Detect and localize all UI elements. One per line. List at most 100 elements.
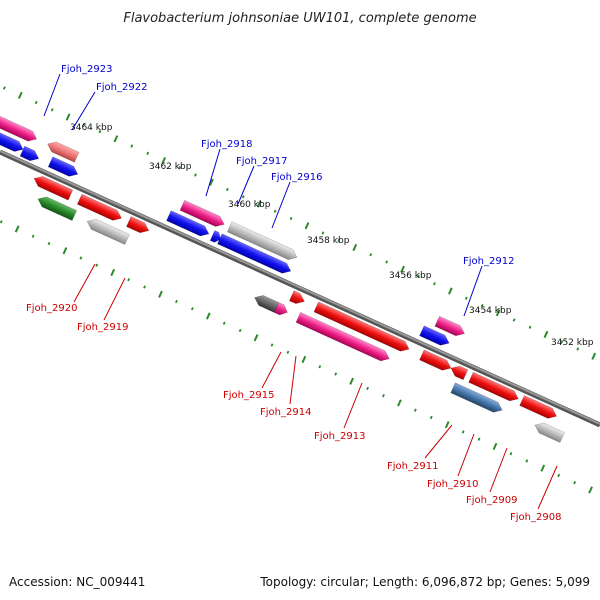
scale-tick [528, 325, 532, 329]
leader-line [289, 355, 297, 405]
leader-line [73, 263, 96, 303]
tick-label: 3454 kbp [469, 306, 512, 316]
gene-label-fjoh-2919[interactable]: Fjoh_2919 [77, 322, 128, 333]
map-title: Flavobacterium johnsoniae UW101, complet… [123, 11, 476, 26]
gene-arrow[interactable] [47, 156, 80, 179]
genome-backbone-highlight [0, 150, 600, 425]
leader-line [271, 181, 291, 229]
gene-label-fjoh-2917[interactable]: Fjoh_2917 [236, 156, 287, 167]
scale-tick [349, 377, 355, 385]
gene-arrow[interactable] [36, 194, 78, 221]
gene-label-fjoh-2911[interactable]: Fjoh_2911 [387, 461, 438, 472]
scale-tick [560, 340, 564, 344]
scale-tick [540, 464, 546, 472]
scale-tick [17, 91, 23, 99]
scale-tick [65, 113, 71, 121]
genome-stats-text: Topology: circular; Length: 6,096,872 bp… [259, 575, 590, 589]
scale-tick [225, 187, 229, 192]
gene-label-fjoh-2908[interactable]: Fjoh_2908 [510, 512, 561, 523]
scale-tick [464, 296, 468, 300]
leader-line [205, 148, 221, 197]
gene-arrow[interactable] [32, 173, 74, 201]
gene-label-fjoh-2913[interactable]: Fjoh_2913 [314, 431, 365, 442]
scale-tick [525, 459, 529, 463]
gene-arrow[interactable] [419, 325, 452, 348]
gene-arrow[interactable] [85, 216, 130, 245]
gene-arrow[interactable] [273, 302, 289, 317]
gene-label-fjoh-2916[interactable]: Fjoh_2916 [271, 172, 322, 183]
gene-label-fjoh-2923[interactable]: Fjoh_2923 [61, 64, 112, 75]
gene-arrow[interactable] [126, 216, 151, 236]
scale-tick [382, 394, 385, 398]
scale-tick [143, 285, 146, 289]
gene-arrow[interactable] [209, 230, 223, 244]
scale-tick [222, 321, 226, 325]
gene-arrow[interactable] [166, 210, 212, 239]
tick-label: 3464 kbp [70, 123, 113, 133]
leader-line [424, 424, 453, 459]
gene-label-fjoh-2915[interactable]: Fjoh_2915 [223, 390, 274, 401]
scale-tick [82, 122, 86, 126]
scale-tick [270, 343, 274, 347]
gene-arrow[interactable] [313, 301, 411, 354]
gene-arrow[interactable] [45, 139, 80, 163]
gene-arrow[interactable] [252, 293, 280, 313]
gene-arrow[interactable] [468, 371, 521, 404]
gene-arrow[interactable] [449, 363, 469, 381]
leader-line [343, 382, 363, 429]
scale-tick [50, 108, 54, 112]
leader-line [537, 465, 558, 510]
gene-label-fjoh-2909[interactable]: Fjoh_2909 [466, 495, 517, 506]
scale-tick [190, 307, 194, 311]
scale-tick [256, 200, 262, 208]
gene-label-fjoh-2912[interactable]: Fjoh_2912 [463, 256, 514, 267]
scale-tick [461, 430, 465, 434]
gene-arrow[interactable] [217, 233, 294, 276]
scale-tick [95, 263, 99, 267]
gene-arrow[interactable] [0, 131, 25, 154]
gene-arrow[interactable] [434, 315, 467, 338]
scale-tick [334, 372, 338, 376]
gene-label-fjoh-2914[interactable]: Fjoh_2914 [260, 407, 311, 418]
gene-label-fjoh-2922[interactable]: Fjoh_2922 [96, 82, 147, 93]
gene-arrow[interactable] [226, 221, 299, 263]
gene-arrow[interactable] [289, 290, 306, 307]
scale-tick [444, 421, 450, 429]
gene-label-fjoh-2918[interactable]: Fjoh_2918 [201, 139, 252, 150]
gene-arrow[interactable] [533, 420, 565, 443]
scale-tick [301, 355, 307, 364]
scale-tick [209, 178, 214, 186]
leader-line [103, 277, 126, 321]
gene-layer [0, 109, 565, 443]
scale-tick [238, 328, 242, 333]
scale-tick [304, 222, 310, 230]
gene-arrow[interactable] [19, 145, 41, 163]
tick-label: 3458 kbp [307, 236, 350, 246]
gene-label-fjoh-2920[interactable]: Fjoh_2920 [26, 303, 77, 314]
scale-tick [543, 330, 549, 339]
gene-arrow[interactable] [179, 199, 226, 229]
scale-tick [127, 278, 131, 282]
gene-arrow[interactable] [450, 382, 505, 415]
scale-tick [397, 399, 402, 407]
gene-arrow[interactable] [76, 193, 123, 223]
scale-tick [205, 312, 211, 320]
scale-tick [98, 129, 102, 134]
gene-arrow[interactable] [295, 311, 392, 363]
gene-arrow[interactable] [419, 349, 454, 373]
gene-arrow[interactable] [519, 395, 559, 421]
scale-tick [321, 231, 325, 235]
scale-tick [433, 282, 436, 286]
leader-line [463, 265, 483, 317]
tick-label: 3462 kbp [149, 162, 192, 172]
scale-tick [417, 274, 420, 279]
gene-label-fjoh-2910[interactable]: Fjoh_2910 [427, 479, 478, 490]
scale-tick [161, 156, 167, 165]
scale-tick [400, 265, 405, 273]
scale-tick [337, 238, 341, 242]
scale-tick [0, 220, 3, 224]
gene-arrow[interactable] [0, 109, 39, 144]
leader-line [43, 73, 61, 117]
scale-tick [2, 86, 6, 90]
accession-text: Accession: NC_009441 [9, 575, 145, 589]
